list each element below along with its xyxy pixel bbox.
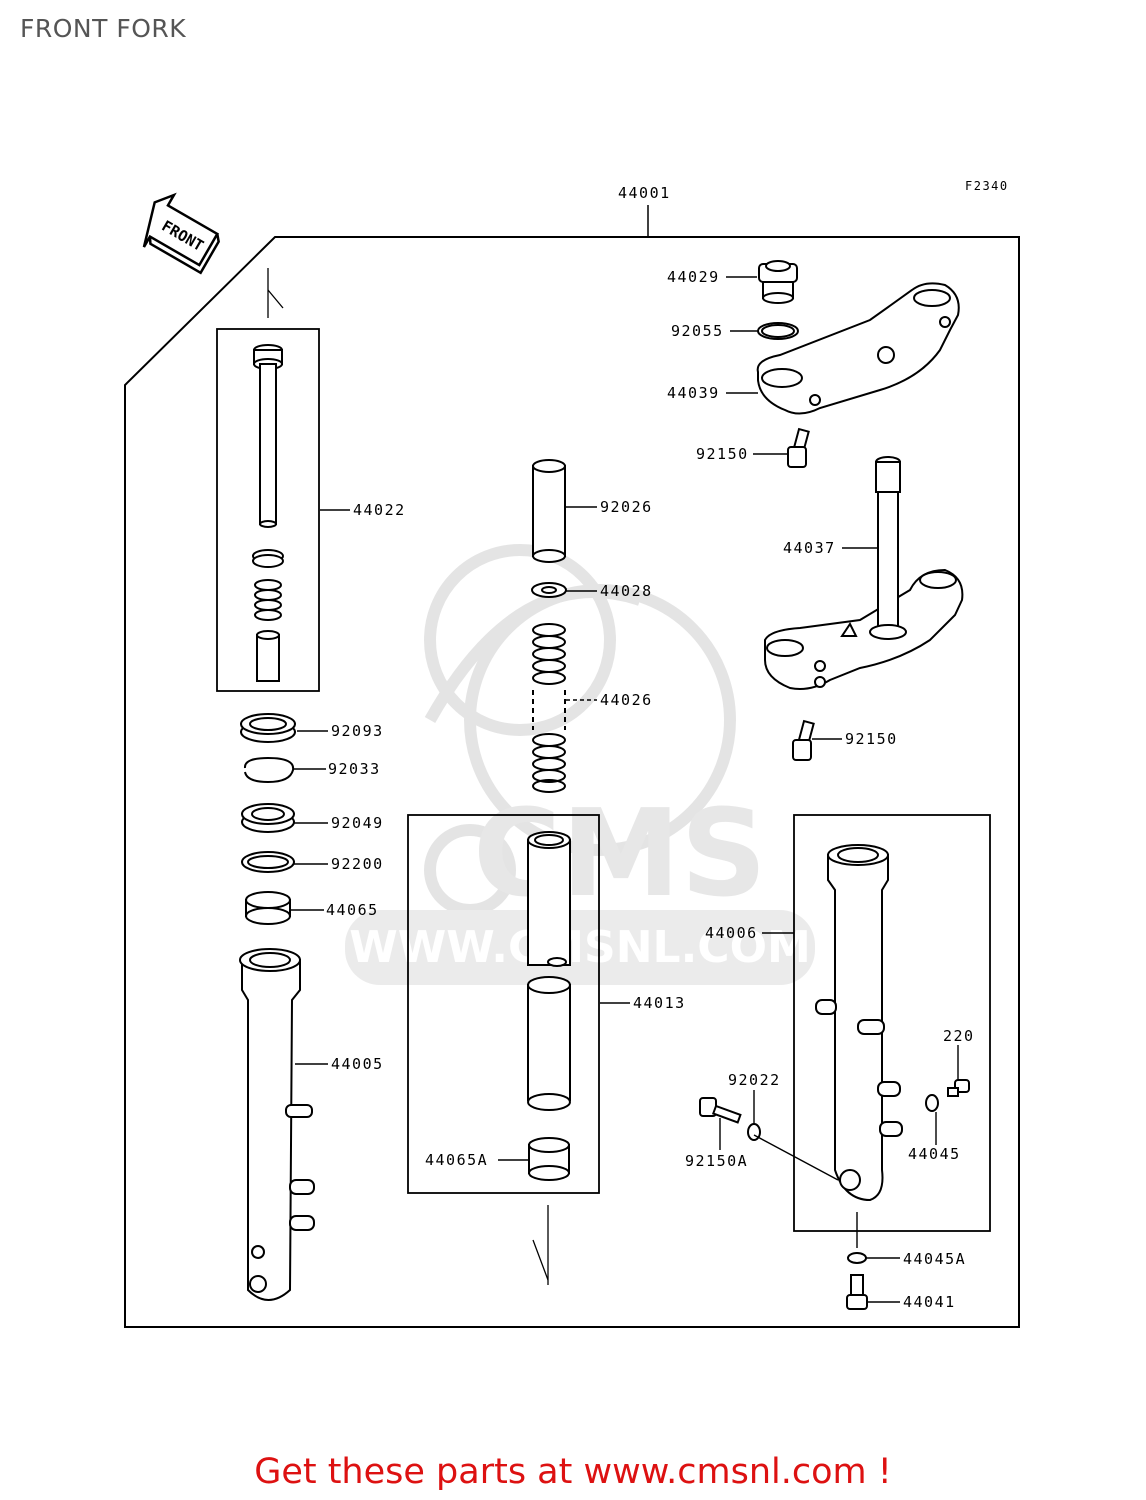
- drain-bolt-part: [846, 1274, 868, 1310]
- part-label-44001: 44001: [618, 184, 671, 202]
- part-label-44045a: 44045A: [903, 1250, 966, 1268]
- outer-tube-right-part: [815, 844, 903, 1202]
- bolt-220-part: [947, 1079, 970, 1097]
- promo-link[interactable]: Get these parts at www.cmsnl.com !: [254, 1452, 892, 1492]
- damper-rod-part: [252, 344, 284, 682]
- cms-watermark: CMS WWW.CMSNL.COM: [345, 544, 815, 985]
- oil-seal-part: [240, 713, 296, 743]
- part-label-44065a: 44065A: [425, 1151, 488, 1169]
- cap-bolt-part: [758, 260, 798, 304]
- part-label-44039: 44039: [667, 384, 720, 402]
- collar-part: [532, 459, 566, 563]
- part-label-44029: 44029: [667, 268, 720, 286]
- part-label-44005: 44005: [331, 1055, 384, 1073]
- watermark-logo-icon: [424, 544, 736, 916]
- group-box-44013: [407, 814, 600, 1194]
- retaining-ring-part: [243, 756, 295, 784]
- part-label-92150-lower: 92150: [845, 730, 898, 748]
- upper-bracket-part: [756, 282, 960, 415]
- part-label-92022: 92022: [728, 1071, 781, 1089]
- part-label-92049: 92049: [331, 814, 384, 832]
- part-label-220: 220: [943, 1027, 975, 1045]
- washer-44045-part: [925, 1094, 939, 1112]
- watermark-url: WWW.CMSNL.COM: [349, 922, 811, 973]
- part-label-44013: 44013: [633, 994, 686, 1012]
- diagram-code: F2340: [965, 179, 1009, 193]
- group-box-44006: [793, 814, 991, 1232]
- group-box-44022: [216, 328, 320, 692]
- part-label-44026: 44026: [600, 691, 653, 709]
- part-label-44006: 44006: [705, 924, 758, 942]
- bushing-part: [245, 891, 291, 925]
- steering-stem-part: [764, 456, 964, 690]
- part-label-92200: 92200: [331, 855, 384, 873]
- part-label-44028: 44028: [600, 582, 653, 600]
- part-label-92055: 92055: [671, 322, 724, 340]
- part-label-92150-upper: 92150: [696, 445, 749, 463]
- clamp-bolt-lower-part: [792, 719, 815, 761]
- part-label-92033: 92033: [328, 760, 381, 778]
- watermark-brand: CMS: [473, 785, 767, 924]
- part-label-92026: 92026: [600, 498, 653, 516]
- assembly-frame: [124, 236, 1020, 1328]
- outer-tube-left-part: [239, 948, 315, 1301]
- part-label-44022: 44022: [353, 501, 406, 519]
- spring-seat-part: [531, 582, 567, 598]
- dust-seal-part: [241, 803, 295, 833]
- parts-diagram: CMS WWW.CMSNL.COM FRONT F2340 44001: [124, 179, 1020, 1328]
- fork-spring-part: [532, 623, 566, 793]
- slide-bushing-part: [528, 1137, 570, 1181]
- page-title: FRONT FORK: [20, 14, 187, 43]
- o-ring-part: [757, 322, 799, 340]
- front-direction-arrow: FRONT: [142, 192, 220, 275]
- part-label-44045: 44045: [908, 1145, 961, 1163]
- clamp-bolt-upper-part: [787, 427, 810, 468]
- part-label-44065: 44065: [326, 901, 379, 919]
- axle-bolt-part: [699, 1097, 742, 1124]
- part-label-92093: 92093: [331, 722, 384, 740]
- washer-44045a-part: [847, 1252, 867, 1264]
- part-label-44037: 44037: [783, 539, 836, 557]
- part-label-92150a: 92150A: [685, 1152, 748, 1170]
- inner-tube-part: [527, 831, 571, 1111]
- part-label-44041: 44041: [903, 1293, 956, 1311]
- washer-part: [241, 851, 295, 873]
